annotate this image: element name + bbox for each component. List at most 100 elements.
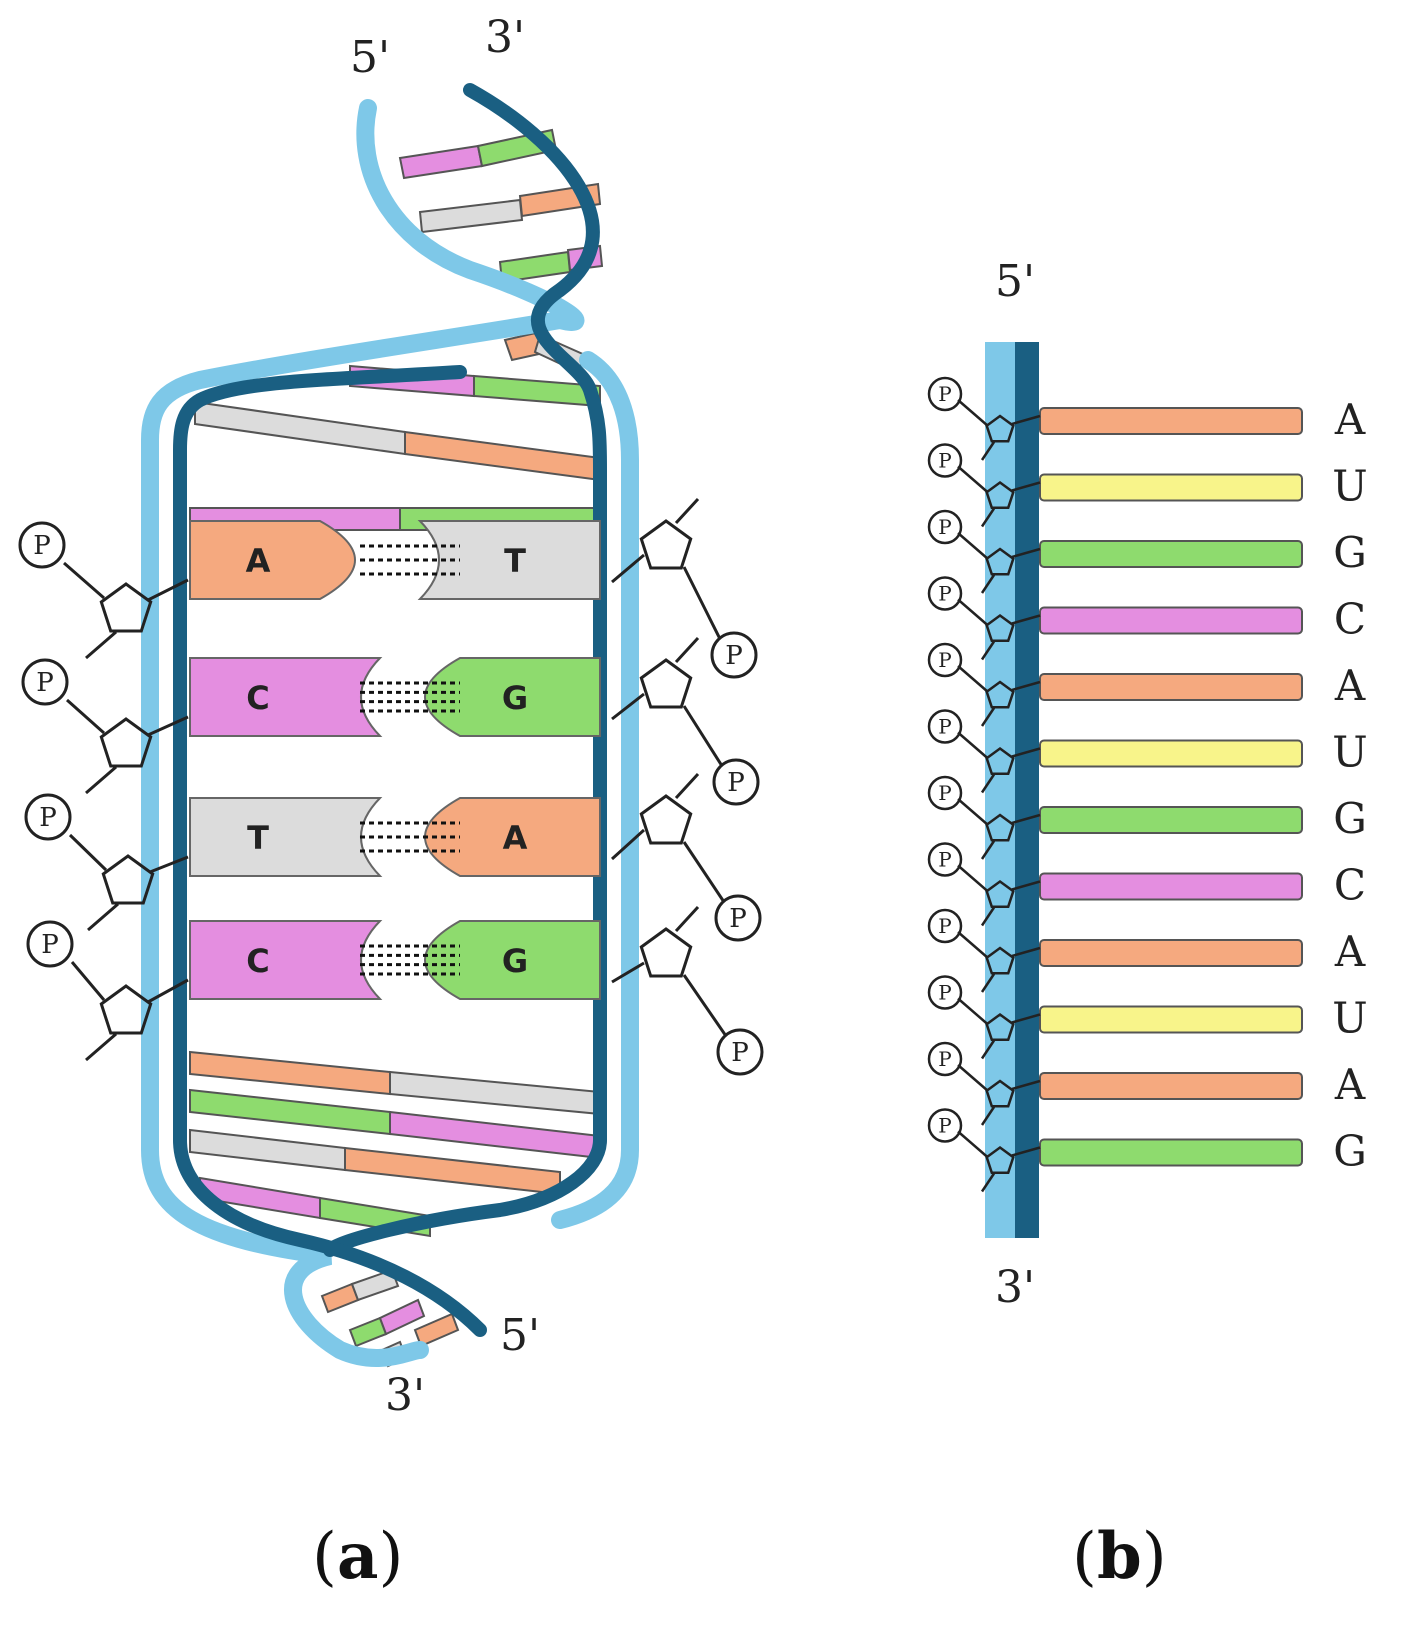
rna-base-letter: C [1334, 861, 1366, 910]
phosphate-circle [927, 709, 963, 744]
phosphate-circle [927, 642, 963, 678]
phosphate-label: P [36, 668, 54, 698]
phosphate-label: P [938, 914, 951, 938]
phosphate-circle [18, 521, 66, 569]
sugar-phosphate-bond [957, 532, 989, 560]
phosphate-circle [927, 975, 963, 1010]
phosphate-label: P [938, 981, 951, 1005]
sugar-pentagon [639, 794, 693, 845]
rna-base-letter: C [1334, 595, 1366, 644]
rna-base-letter: A [1334, 927, 1366, 976]
rna-base-letter: A [1334, 1060, 1366, 1109]
sugar-tail [87, 902, 119, 932]
sugar-tail [980, 640, 996, 661]
sugar-base-bond [1011, 680, 1041, 692]
phosphate-label: P [938, 582, 951, 606]
panel-a-top-left-end-label: 5' [350, 32, 390, 83]
sugar-pentagon [99, 717, 153, 768]
panel-b-caption-letter: b [1097, 1519, 1142, 1594]
panel-a-caption-letter: a [337, 1519, 378, 1594]
sugar-base-bond [1011, 614, 1041, 625]
rna-base-bar-A [1039, 673, 1303, 701]
phosphate-circle [716, 1028, 764, 1076]
sugar-base-bond [1011, 481, 1041, 492]
phosphate-circle [712, 758, 760, 806]
sugar-pentagon [985, 414, 1015, 443]
sugar-pentagon [985, 613, 1015, 643]
phosphate-label: P [729, 904, 747, 934]
rna-nucleotide-4: CP [927, 576, 1366, 661]
rna-base-bar-C [1039, 872, 1303, 901]
sugar-pentagon [985, 480, 1015, 510]
base-left-T [189, 797, 383, 877]
phosphate-circle [24, 793, 72, 841]
rna-base-letter: U [1332, 728, 1367, 777]
sugar-tail [674, 497, 700, 525]
sugar-phosphate-bond [957, 997, 989, 1026]
phosphate-label: P [938, 715, 951, 739]
rna-nucleotide-6: UP [927, 709, 1368, 794]
phosphate-label: P [938, 382, 951, 406]
sugar-base-bond [1011, 1079, 1041, 1091]
phosphate-circle [714, 894, 762, 942]
sugar-base-bond [611, 692, 645, 721]
rna-nucleotide-7: GP [927, 775, 1367, 860]
sugar-pentagon [985, 1012, 1015, 1042]
sugar-tail [980, 707, 996, 727]
base-letter-left: C [246, 679, 269, 717]
rna-nucleotide-11: AP [927, 1041, 1366, 1126]
left-nucleotide-backbone-4: P [26, 920, 189, 1062]
base-left-C [189, 657, 383, 737]
panel-a-caption: (a) [312, 1519, 403, 1594]
base-letter-right: T [504, 542, 526, 580]
sugar-pentagon [985, 680, 1015, 709]
base-letter-right: G [502, 679, 528, 717]
rna-base-bar-U [1039, 1005, 1303, 1034]
sugar-phosphate-bond [957, 798, 989, 826]
sugar-phosphate-bond [682, 841, 726, 903]
sugar-phosphate-bond [682, 974, 728, 1037]
sugar-phosphate-bond [957, 399, 989, 427]
base-letter-left: C [246, 942, 269, 980]
sugar-phosphate-bond [957, 864, 989, 893]
backbone-strand-dark [323, 83, 607, 1257]
sugar-phosphate-bond [957, 598, 989, 627]
panel-a-top-right-end-label: 3' [485, 12, 525, 63]
rna-backbone-light [985, 342, 1015, 1238]
sugar-pentagon [985, 946, 1015, 975]
rna-nucleotide-5: AP [927, 642, 1366, 727]
rna-nucleotide-1: AP [927, 376, 1366, 461]
rna-base-bar-A [1039, 939, 1303, 967]
phosphate-circle [927, 908, 963, 944]
left-nucleotide-backbone-1: P [18, 521, 189, 660]
sugar-base-bond [1011, 547, 1041, 559]
sugar-tail [980, 773, 996, 794]
phosphate-label: P [33, 531, 51, 561]
sugar-base-bond [611, 553, 645, 584]
phosphate-label: P [938, 515, 951, 539]
sugar-phosphate-bond [63, 561, 105, 600]
panel-a-bottom-right-end-label: 5' [500, 1310, 540, 1361]
base-letter-right: A [503, 819, 528, 857]
sugar-tail [980, 1106, 996, 1126]
sugar-base-bond [1011, 414, 1041, 426]
sugar-pentagon [985, 1145, 1015, 1175]
sugar-tail [980, 840, 996, 860]
phosphate-label: P [727, 768, 745, 798]
sugar-base-bond [1011, 1013, 1041, 1024]
rna-base-letter: U [1332, 994, 1367, 1043]
rna-nucleotide-12: GP [927, 1108, 1367, 1193]
base-letter-right: G [502, 942, 528, 980]
phosphate-circle [927, 775, 963, 811]
sugar-pentagon [639, 927, 693, 978]
right-nucleotide-backbone-1: P [611, 497, 758, 679]
sugar-pentagon [985, 879, 1015, 909]
phosphate-circle [927, 576, 963, 611]
sugar-tail [980, 973, 996, 993]
